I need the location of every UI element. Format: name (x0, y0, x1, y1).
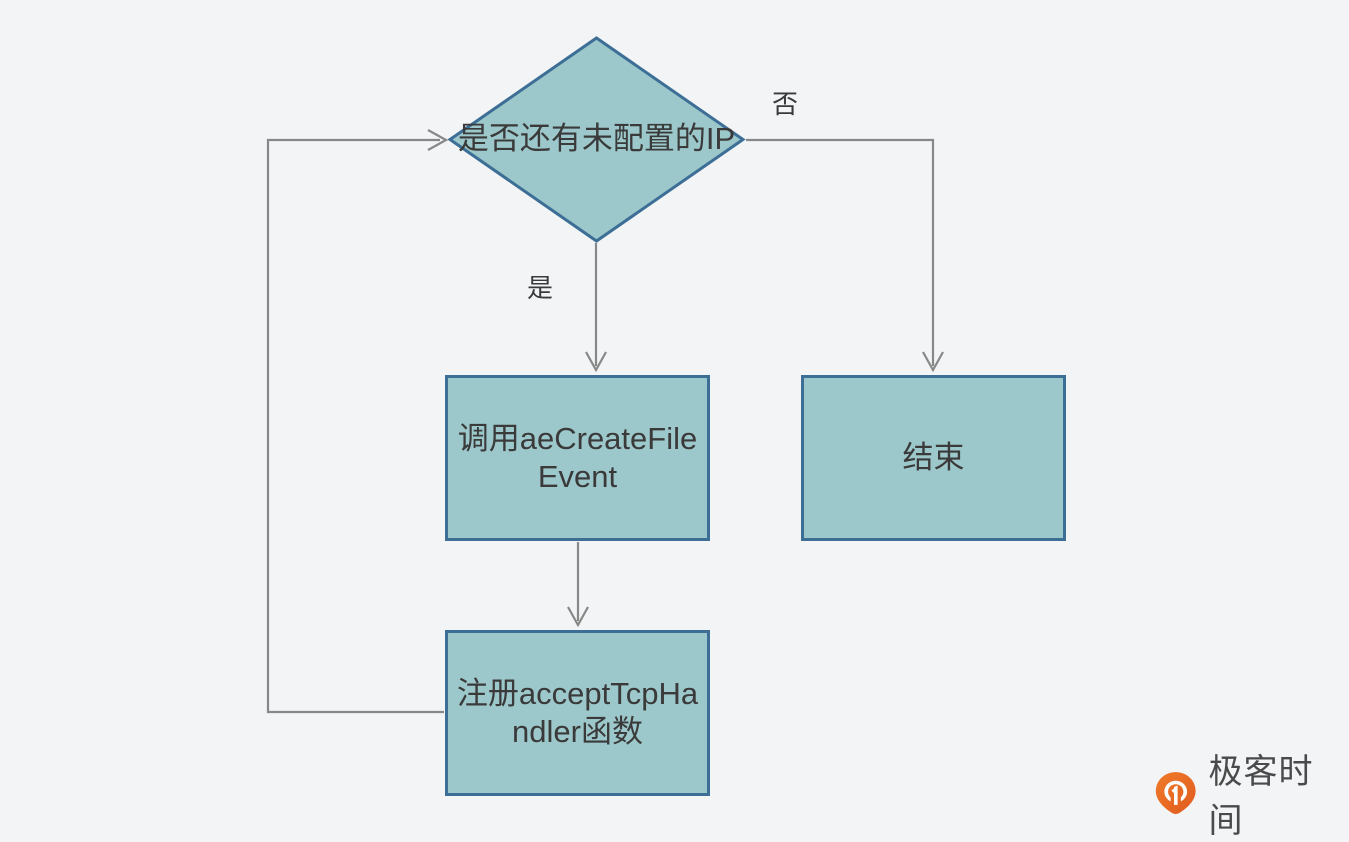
diamond-shape (447, 36, 746, 243)
edge-call-to-register (567, 542, 589, 628)
edge-decision-to-call (585, 243, 607, 373)
edge-label-yes: 是 (527, 273, 554, 303)
watermark: 极客时间 (1153, 752, 1341, 841)
process-node-register-accepttcphandler[interactable]: 注册acceptTcpHandler函数 (445, 630, 710, 796)
terminator-node-end[interactable]: 结束 (801, 375, 1066, 541)
process-node-call-label: 调用aeCreateFileEvent (457, 421, 698, 494)
watermark-brand-text: 极客时间 (1208, 752, 1314, 841)
decision-node-label: 是否还有未配置的IP (457, 121, 736, 157)
process-node-call-aecreatefileevent[interactable]: 调用aeCreateFileEvent (445, 375, 710, 541)
process-node-register-label: 注册acceptTcpHandler函数 (456, 676, 699, 749)
geektime-pin-icon (1155, 772, 1196, 814)
terminator-node-end-label: 结束 (902, 440, 965, 476)
edge-register-to-decision (266, 129, 449, 714)
edge-decision-to-end (746, 138, 944, 373)
decision-node-unconfigured-ip[interactable]: 是否还有未配置的IP (447, 36, 746, 243)
edge-label-no: 否 (772, 89, 799, 119)
